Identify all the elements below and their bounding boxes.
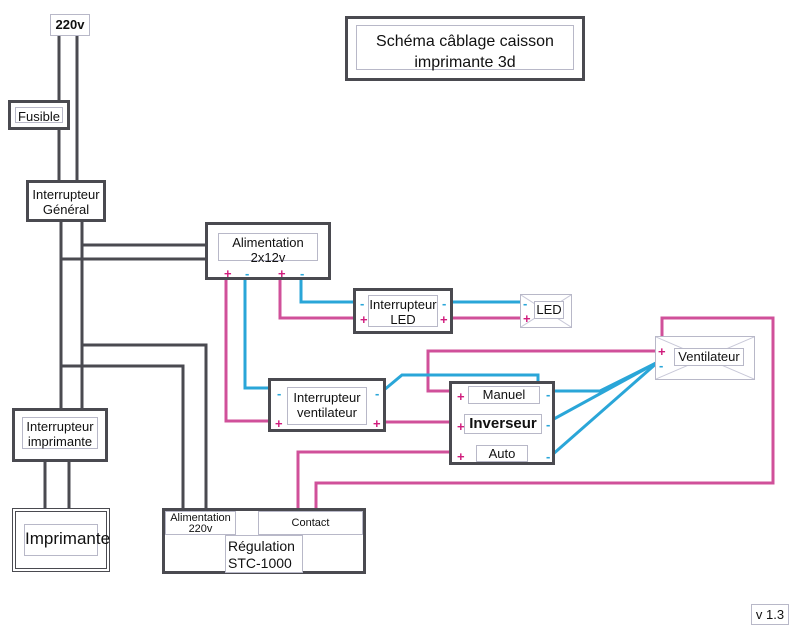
regulator-label: Régulation STC-1000 [225, 535, 303, 573]
fan-switch-inner: Interrupteur ventilateur [287, 387, 367, 425]
led-switch-minus-out: - [442, 296, 447, 311]
fan-switch-box: Interrupteur ventilateur - + - + [268, 378, 386, 432]
fan-switch-minus-out: - [375, 386, 380, 401]
fan-switch-plus-in: + [275, 416, 283, 431]
main-switch-line-2: Général [42, 201, 90, 217]
regulator-line-2: STC-1000 [228, 555, 292, 571]
led-plus-terminal: + [523, 311, 531, 326]
inverter-title: Inverseur [464, 414, 542, 434]
fan-label: Ventilateur [674, 348, 744, 366]
led-switch-inner: Interrupteur LED [368, 295, 438, 327]
page-title: Schéma câblage caisson imprimante 3d [357, 31, 573, 73]
led-switch-label: Interrupteur LED [365, 297, 441, 328]
mains-label: 220v [55, 17, 85, 32]
fuse-label: Fusible [18, 109, 60, 124]
title-line-1: Schéma câblage caisson [376, 33, 554, 50]
printer-switch-inner: Interrupteur imprimante [22, 417, 98, 449]
mains-label-box: 220v [50, 14, 90, 36]
psu-plus2-to-led-switch [278, 278, 355, 320]
printer-switch-line-1: Interrupteur [26, 419, 94, 434]
power-supply-box: Alimentation 2x12v + - + - [205, 222, 331, 280]
psu-minus-terminal-1: - [245, 266, 250, 281]
led-switch-plus-out: + [440, 312, 448, 327]
printer-box: Imprimante [12, 508, 110, 572]
fan-switch-line-1: Interrupteur [293, 390, 361, 405]
printer-switch-box: Interrupteur imprimante [12, 408, 108, 462]
contact-to-inverter-auto [296, 450, 452, 510]
inverter-auto-label: Auto [476, 445, 528, 462]
led-switch-minus-in: - [360, 296, 365, 311]
led-label: LED [534, 301, 564, 319]
regulator-feed-1 [82, 343, 208, 510]
fuse-inner: Fusible [15, 107, 63, 124]
fan-minus-terminal: - [659, 358, 664, 373]
fan-switch-line-2: ventilateur [297, 404, 357, 420]
power-supply-line-2: 2x12v [250, 249, 286, 265]
inverter-auto-plus: + [457, 449, 465, 464]
inverter-common-to-fan [551, 360, 659, 422]
led-switch-box: Interrupteur LED - + - + [353, 288, 453, 334]
fuse-box: Fusible [8, 100, 70, 130]
power-supply-line-1: Alimentation [232, 235, 304, 250]
inverter-box: Manuel Inverseur Auto + + + - - - [449, 381, 555, 465]
inverter-auto-minus: - [546, 449, 551, 464]
main-switch-label: Interrupteur Général [29, 187, 103, 218]
title-inner: Schéma câblage caisson imprimante 3d [356, 25, 574, 73]
led-box: - + LED [520, 294, 572, 328]
power-supply-inner: Alimentation 2x12v [218, 233, 318, 265]
led-minus-terminal: - [523, 296, 528, 311]
psu-plus-terminal-1: + [224, 266, 232, 281]
inverter-manual-plus: + [457, 389, 465, 404]
fan-plus-terminal: + [658, 344, 666, 359]
led-switch-line-1: Interrupteur [369, 297, 437, 312]
regulator-box: Alimentation 220v Contact Régulation STC… [162, 508, 366, 574]
printer-switch-line-2: imprimante [27, 433, 93, 449]
inverter-common-minus: - [546, 417, 551, 432]
led-switch-plus-in: + [360, 312, 368, 327]
fan-switch-plus-out: + [373, 416, 381, 431]
title-box: Schéma câblage caisson imprimante 3d [345, 16, 585, 81]
inverter-manual-to-fan-plus [426, 349, 658, 393]
psu-plus-terminal-2: + [278, 266, 286, 281]
contact-to-fan-plus [314, 316, 775, 510]
title-line-2: imprimante 3d [414, 54, 516, 71]
regulator-contact-label: Contact [258, 511, 363, 535]
fan-switch-label: Interrupteur ventilateur [288, 390, 366, 421]
inverter-manual-label: Manuel [468, 386, 540, 404]
led-switch-line-2: LED [390, 311, 416, 327]
fan-switch-minus-in: - [277, 386, 282, 401]
main-switch-box: Interrupteur Général [26, 180, 106, 222]
regulator-power-label: Alimentation 220v [165, 511, 236, 535]
fan-box: + - Ventilateur [655, 336, 755, 380]
regulator-feed-2 [61, 364, 185, 510]
psu-plus1-to-fan-switch [224, 278, 270, 423]
regulator-power-line-1: Alimentation [170, 512, 231, 524]
inverter-common-plus: + [457, 419, 465, 434]
psu-minus2-to-led-switch [299, 278, 355, 304]
printer-label: Imprimante [24, 524, 110, 556]
inverter-auto-minus-to-fan [551, 360, 659, 457]
power-supply-label: Alimentation 2x12v [219, 235, 317, 266]
regulator-line-1: Régulation [228, 538, 295, 554]
main-switch-line-1: Interrupteur [32, 187, 100, 202]
inverter-manual-minus: - [546, 387, 551, 402]
psu-minus1-to-fan-switch [243, 278, 270, 390]
psu-minus-terminal-2: - [300, 266, 305, 281]
printer-switch-label: Interrupteur imprimante [23, 419, 97, 450]
version-label: v 1.3 [755, 607, 785, 622]
version-box: v 1.3 [751, 604, 789, 625]
regulator-power-line-2: 220v [188, 523, 213, 535]
